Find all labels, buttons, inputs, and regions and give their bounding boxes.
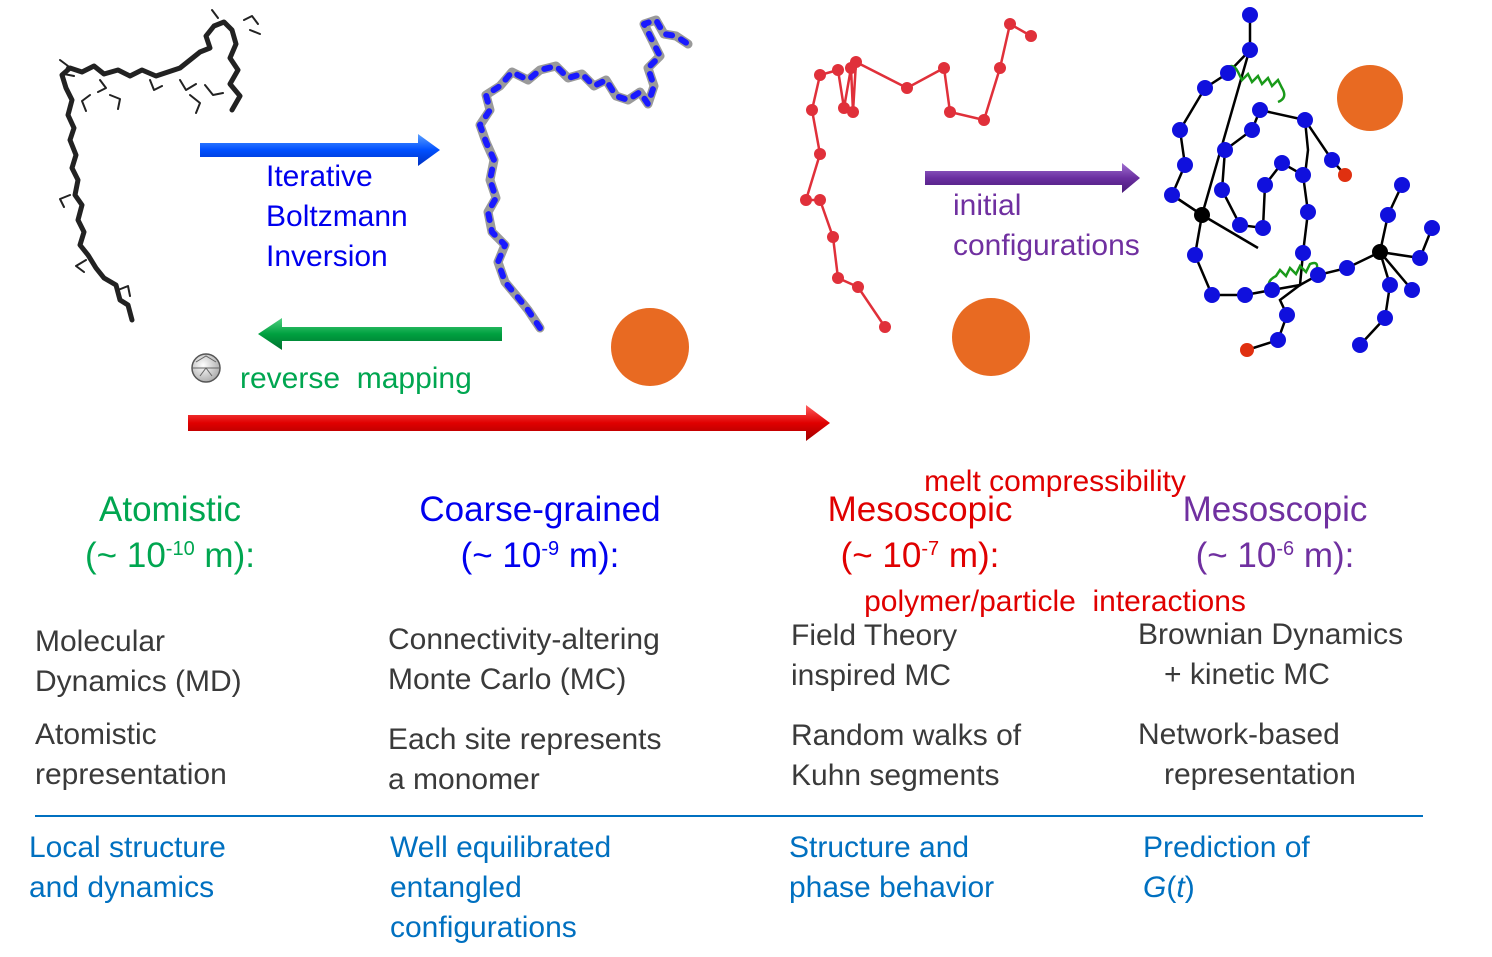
header-mesoscopic-network: Mesoscopic (~ 10-6 m): <box>1145 487 1405 579</box>
arrows <box>188 134 1140 441</box>
initial-configurations-label: initial configurations <box>953 186 1140 266</box>
polymer-network <box>1164 7 1440 357</box>
representation-mesoscopic-field: Random walks of Kuhn segments <box>791 719 1022 792</box>
label-line: polymer/particle interactions <box>864 585 1246 618</box>
label-line: melt compressibility <box>924 465 1186 498</box>
coarse-grained-chain <box>475 15 693 333</box>
representation-coarse-grained: Each site represents a monomer <box>388 723 662 796</box>
summary-mesoscopic-network: Prediction of G(t) <box>1143 831 1310 904</box>
method-coarse-grained: Connectivity-altering Monte Carlo (MC) <box>388 623 660 696</box>
label-line: configurations <box>953 229 1140 262</box>
header-atomistic: Atomistic (~ 10-10 m): <box>40 487 300 579</box>
method-atomistic: Molecular Dynamics (MD) <box>35 625 242 698</box>
particle-icons <box>191 65 1403 386</box>
label-line: initial <box>953 189 1022 222</box>
kuhn-random-walk <box>800 18 1037 333</box>
header-title: Mesoscopic <box>827 490 1013 529</box>
atomistic-chain <box>59 9 261 323</box>
summary-mesoscopic-field: Structure and phase behavior <box>789 831 995 904</box>
header-title: Atomistic <box>99 490 241 529</box>
melt-compressibility-label: melt compressibility polymer/particle in… <box>850 382 1260 702</box>
representation-atomistic: Atomistic representation <box>35 718 227 791</box>
header-scale: (~ 10-10 m): <box>85 536 255 575</box>
label-line: Boltzmann <box>266 200 408 233</box>
label-line: Inversion <box>266 240 388 273</box>
header-mesoscopic-field: Mesoscopic (~ 10-7 m): <box>790 487 1050 579</box>
iterative-boltzmann-label: Iterative Boltzmann Inversion <box>266 157 408 277</box>
reverse-mapping-label: reverse mapping <box>240 362 472 395</box>
summary-coarse-grained: Well equilibrated entangled configuratio… <box>390 831 612 944</box>
summary-atomistic: Local structure and dynamics <box>29 831 226 904</box>
representation-mesoscopic-network: Network-based representation <box>1138 718 1356 791</box>
method-mesoscopic-field: Field Theory inspired MC <box>791 619 958 692</box>
label-line: Iterative <box>266 160 373 193</box>
header-scale: (~ 10-6 m): <box>1195 536 1355 575</box>
header-title: Coarse-grained <box>419 490 661 529</box>
header-coarse-grained: Coarse-grained (~ 10-9 m): <box>400 487 680 579</box>
header-scale: (~ 10-7 m): <box>840 536 1000 575</box>
header-scale: (~ 10-9 m): <box>460 536 620 575</box>
method-mesoscopic-network: Brownian Dynamics + kinetic MC <box>1138 618 1404 691</box>
header-title: Mesoscopic <box>1182 490 1368 529</box>
